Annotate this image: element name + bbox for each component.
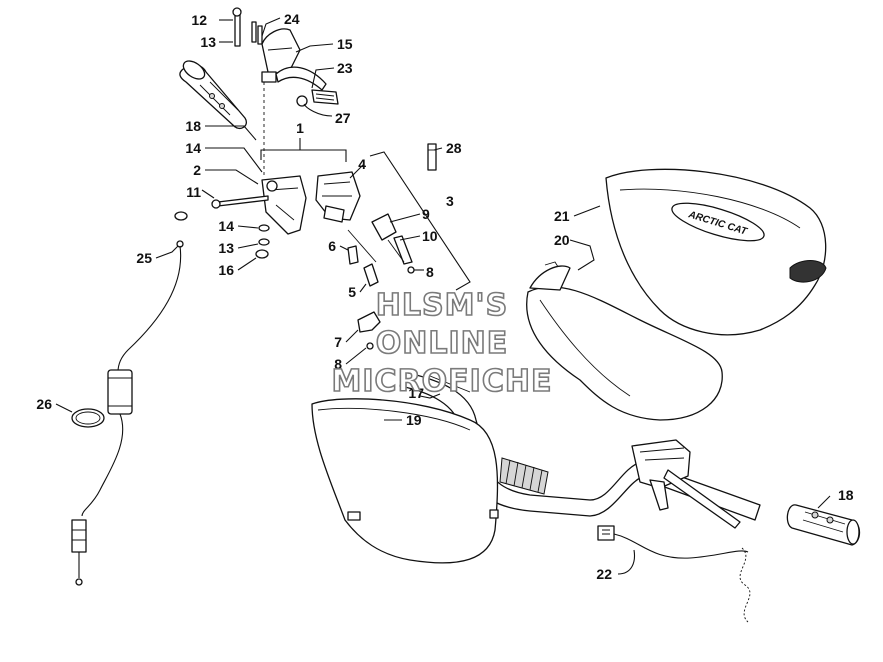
callout-4: 4: [358, 156, 366, 172]
callout-3: 3: [446, 193, 454, 209]
callout-24: 24: [284, 11, 300, 27]
throttle-cable: [71, 211, 188, 586]
callout-28: 28: [446, 140, 462, 156]
callout-11: 11: [186, 184, 201, 200]
switch-assembly-group: [369, 151, 471, 291]
lever-assembly-top: [251, 21, 339, 175]
handlebar-pad-21: ARCTIC CAT: [605, 168, 827, 336]
watermark-line-3: MICROFICHE: [332, 364, 553, 399]
callout-18-left: 18: [185, 118, 201, 134]
callout-14-top: 14: [185, 140, 201, 156]
right-grip: [786, 504, 861, 546]
callout-21: 21: [554, 208, 570, 224]
callout-7: 7: [334, 334, 342, 350]
callout-20: 20: [554, 232, 570, 248]
callout-17: 17: [408, 385, 424, 401]
callout-19: 19: [406, 412, 422, 428]
callout-12: 12: [191, 12, 207, 28]
callout-8-lower: 8: [334, 356, 342, 372]
watermark-line-1: HLSM'S: [376, 288, 508, 323]
callout-23: 23: [337, 60, 353, 76]
callout-1: 1: [296, 120, 304, 136]
left-grip: [179, 60, 247, 130]
pin-28: [427, 143, 437, 171]
callout-22: 22: [596, 566, 612, 582]
callout-labels: 12 13 24 15 23 27 18 1 14 2 11 14 13 16 …: [36, 11, 853, 582]
brake-lever-assembly: [631, 439, 741, 529]
callout-5: 5: [348, 284, 356, 300]
hand-warmer-harness: [597, 525, 751, 623]
callout-2: 2: [193, 162, 201, 178]
callout-9: 9: [422, 206, 430, 222]
callout-8-upper: 8: [426, 264, 434, 280]
callout-6: 6: [328, 238, 336, 254]
callout-18-right: 18: [838, 487, 854, 503]
callout-14-bottom: 14: [218, 218, 234, 234]
leader-lines: [55, 17, 831, 575]
throttle-housing-group: [211, 7, 381, 350]
handlebar-pad-20: [526, 261, 723, 421]
watermark: HLSM'S ONLINE MICROFICHE: [331, 287, 553, 400]
callout-25: 25: [136, 250, 152, 266]
callout-26: 26: [36, 396, 52, 412]
handlebar-pad-19: [311, 398, 499, 564]
callout-13-top: 13: [200, 34, 216, 50]
callout-16: 16: [218, 262, 234, 278]
watermark-line-2: ONLINE: [376, 326, 509, 361]
callout-27: 27: [335, 110, 351, 126]
callout-13-bottom: 13: [218, 240, 234, 256]
callout-10: 10: [422, 228, 438, 244]
callout-15: 15: [337, 36, 353, 52]
